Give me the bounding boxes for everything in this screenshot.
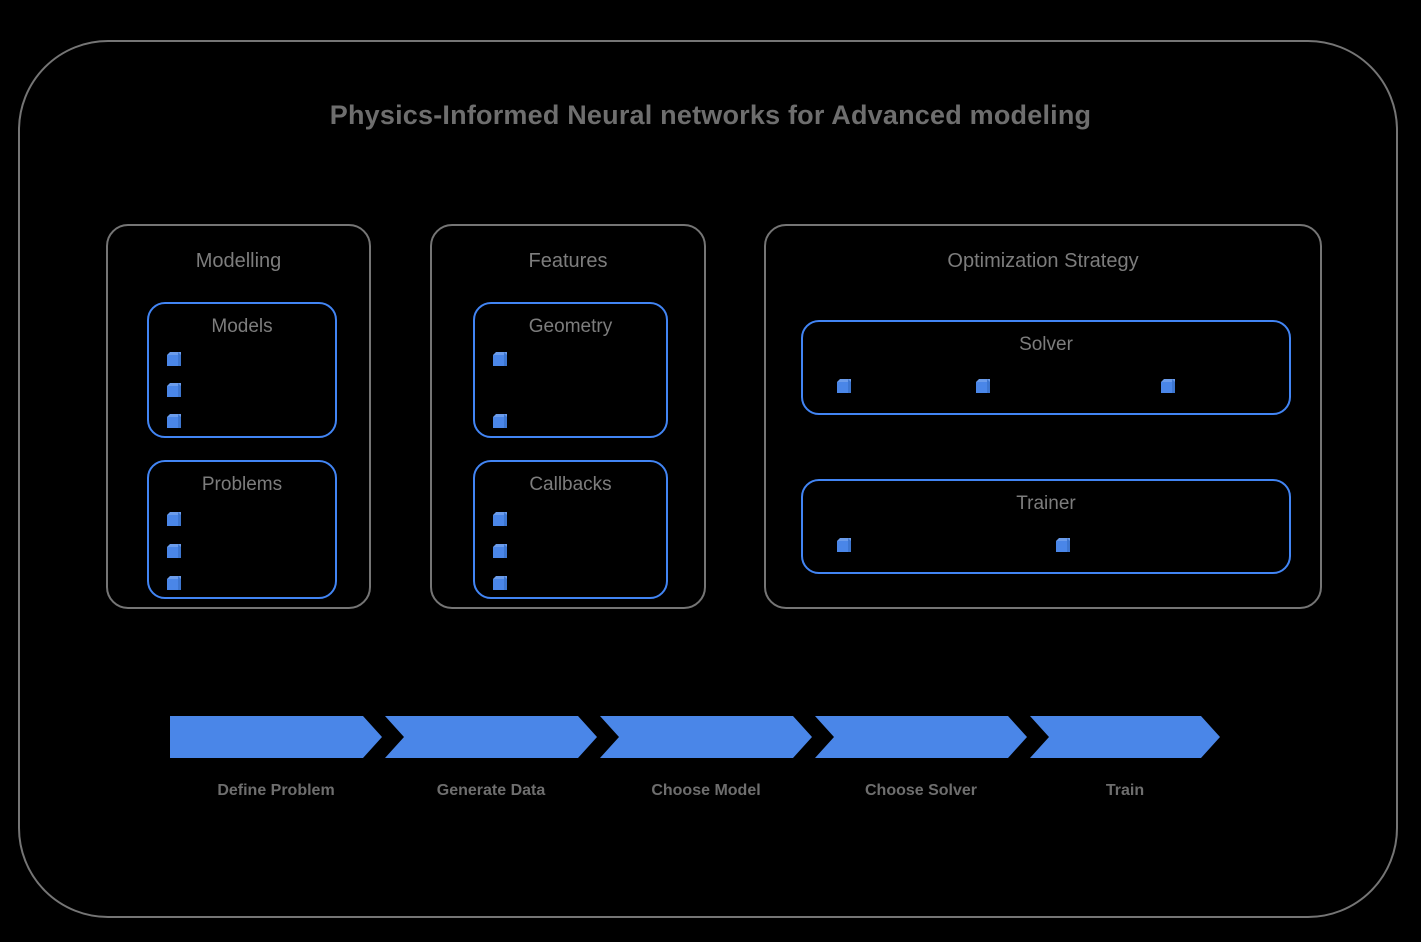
pipeline-step-generate-data[interactable] [385,716,597,758]
card-solver[interactable]: Solver [801,320,1291,415]
cube-top-face [493,544,507,547]
cube-bullet-icon [1056,538,1070,552]
cube-side-face [178,352,181,366]
cube-side-face [504,512,507,526]
cube-side-face [504,544,507,558]
cube-front-face [167,579,178,590]
card-problems[interactable]: Problems [147,460,337,599]
cube-side-face [504,576,507,590]
pipeline-label-generate-data: Generate Data [436,782,546,799]
cube-side-face [848,379,851,393]
cube-front-face [167,386,178,397]
pipeline-step-choose-model[interactable] [600,716,812,758]
pipeline-label-choose-solver: Choose Solver [864,782,978,799]
cube-bullet-icon [167,512,181,526]
cube-side-face [504,352,507,366]
card-title-callbacks: Callbacks [529,474,612,495]
group-panel-optimization: Optimization Strategy Solver Trainer [764,224,1322,609]
cube-front-face [493,515,504,526]
page-title: Physics-Informed Neural networks for Adv… [329,100,1092,130]
group-panel-features: Features Geometry Callbacks [430,224,706,609]
cube-top-face [167,414,181,417]
cube-side-face [848,538,851,552]
card-title-solver: Solver [1019,334,1073,355]
cube-side-face [987,379,990,393]
cube-top-face [1161,379,1175,382]
cube-front-face [493,579,504,590]
cube-bullet-icon [976,379,990,393]
cube-front-face [493,355,504,366]
cube-side-face [178,383,181,397]
cube-top-face [837,379,851,382]
cube-bullet-icon [837,538,851,552]
pipeline-step-train[interactable] [1030,716,1220,758]
cube-front-face [167,417,178,428]
cube-front-face [167,355,178,366]
cube-bullet-icon [167,576,181,590]
pipeline-flow: Define Problem Generate Data Choose Mode… [170,716,1220,799]
group-title-optimization: Optimization Strategy [947,250,1139,272]
cube-side-face [1172,379,1175,393]
cube-top-face [167,512,181,515]
cube-bullet-icon [493,512,507,526]
cube-bullet-icon [1161,379,1175,393]
cube-bullet-icon [837,379,851,393]
cube-bullet-icon [167,383,181,397]
cube-front-face [167,547,178,558]
cube-front-face [837,541,848,552]
cube-bullet-icon [167,414,181,428]
group-panel-modelling: Modelling Models Problems [106,224,371,609]
cube-side-face [178,414,181,428]
cube-top-face [493,576,507,579]
cube-top-face [493,352,507,355]
card-title-problems: Problems [201,474,283,495]
cube-top-face [493,512,507,515]
cube-top-face [167,352,181,355]
card-trainer[interactable]: Trainer [801,479,1291,574]
cube-top-face [976,379,990,382]
cube-top-face [167,576,181,579]
card-geometry[interactable]: Geometry [473,302,668,438]
cube-side-face [178,512,181,526]
cube-top-face [167,383,181,386]
card-models[interactable]: Models [147,302,337,438]
pipeline-label-train: Train [1105,782,1145,799]
cube-bullet-icon [493,576,507,590]
pipeline-step-define-problem[interactable] [170,716,382,758]
card-title-models: Models [211,316,273,337]
group-title-modelling: Modelling [195,250,282,272]
cube-front-face [1056,541,1067,552]
cube-bullet-icon [167,544,181,558]
cube-bullet-icon [493,414,507,428]
cube-top-face [837,538,851,541]
card-title-trainer: Trainer [1016,493,1076,514]
cube-front-face [1161,382,1172,393]
card-callbacks[interactable]: Callbacks [473,460,668,599]
cube-top-face [167,544,181,547]
pipeline-label-define-problem: Define Problem [217,782,335,799]
pipeline-step-choose-solver[interactable] [815,716,1027,758]
pipeline-label-choose-model: Choose Model [651,782,761,799]
group-title-features: Features [528,250,608,272]
cube-front-face [167,515,178,526]
cube-front-face [493,547,504,558]
cube-side-face [1067,538,1070,552]
cube-front-face [837,382,848,393]
cube-side-face [178,544,181,558]
cube-front-face [493,417,504,428]
cube-bullet-icon [493,352,507,366]
outer-frame [18,40,1398,918]
cube-bullet-icon [493,544,507,558]
cube-top-face [493,414,507,417]
card-title-geometry: Geometry [528,316,613,337]
cube-front-face [976,382,987,393]
cube-top-face [1056,538,1070,541]
cube-side-face [178,576,181,590]
cube-bullet-icon [167,352,181,366]
cube-side-face [504,414,507,428]
